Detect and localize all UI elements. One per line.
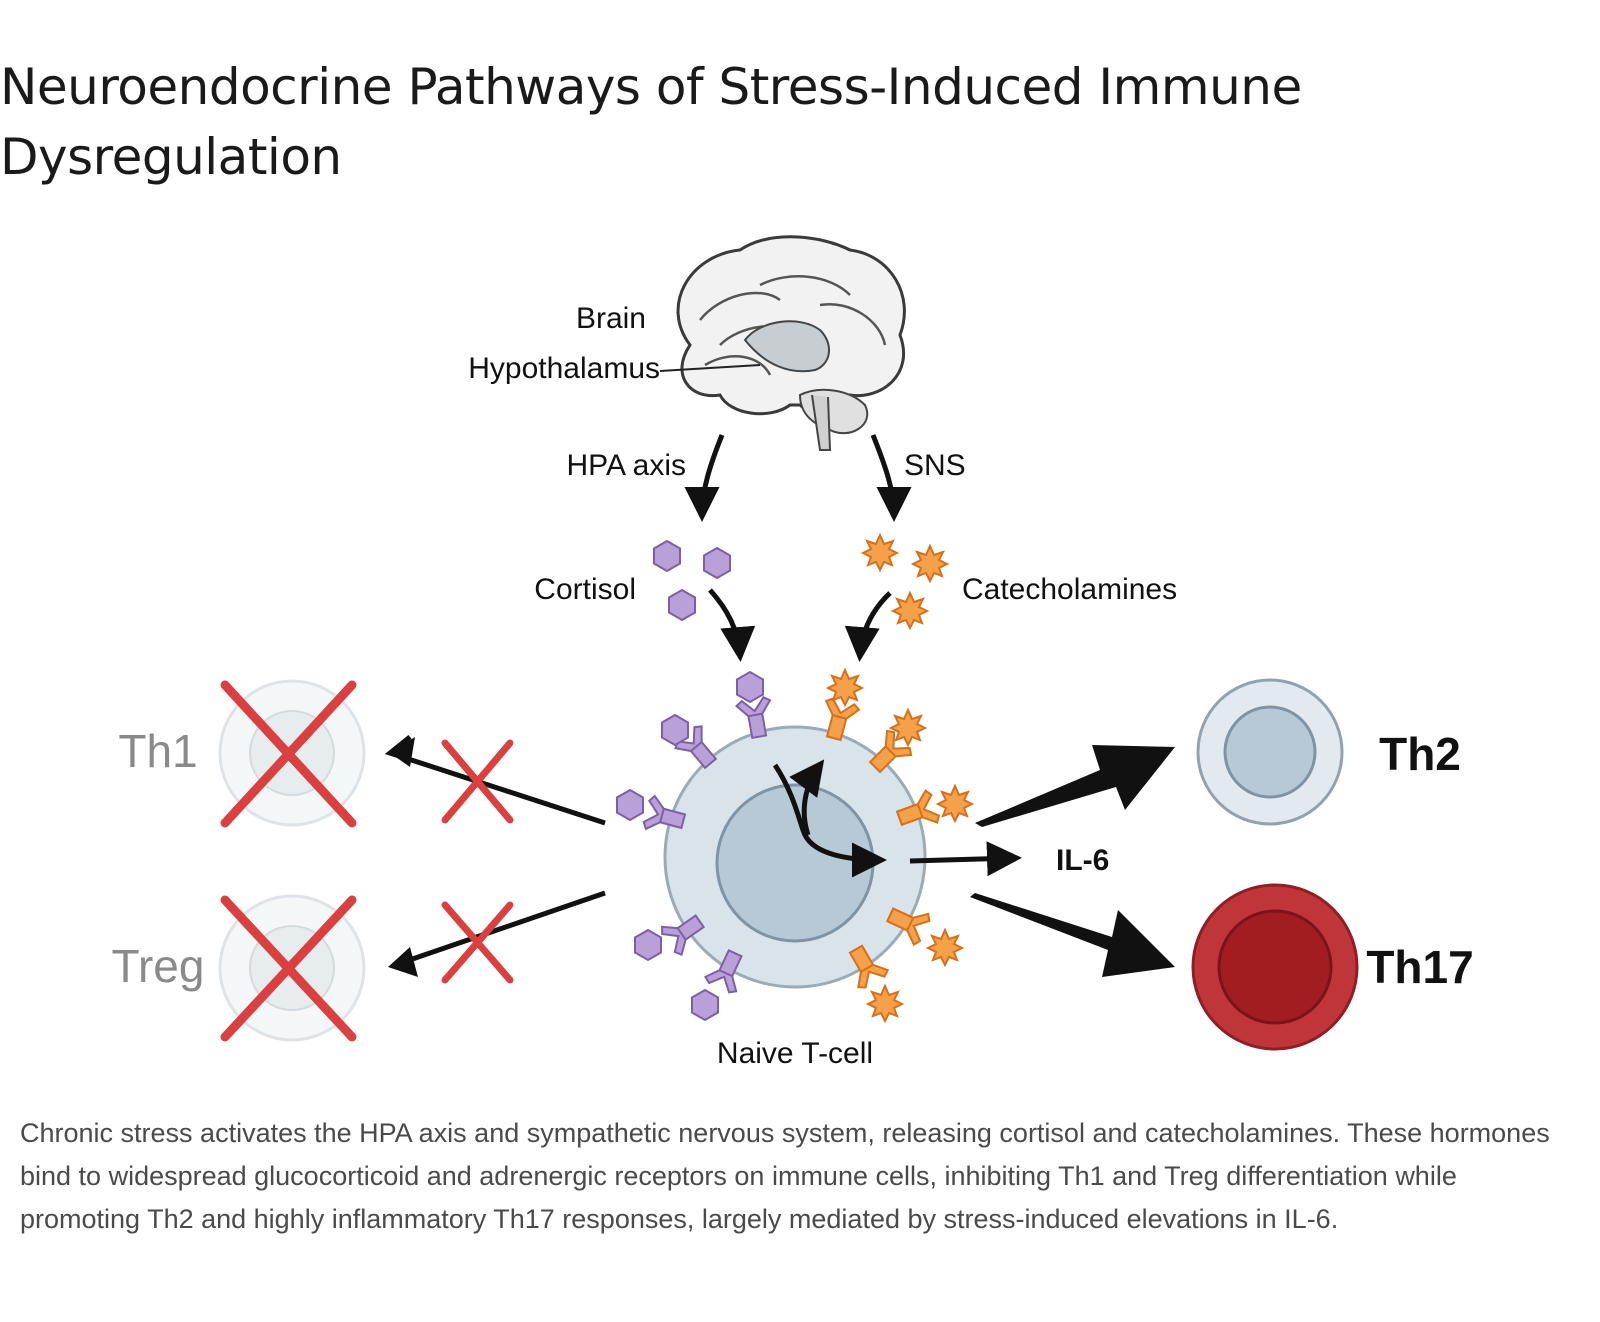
catecholamine-molecule [892, 592, 928, 629]
treg-blocked-arrow [394, 890, 606, 968]
th1-arrow-x-icon [441, 739, 514, 824]
hypothalamus-label: Hypothalamus [468, 352, 660, 385]
naive-tcell-label: Naive T-cell [717, 1037, 873, 1070]
figure-caption: Chronic stress activates the HPA axis an… [20, 1118, 1550, 1234]
il6-label: IL-6 [1056, 844, 1109, 877]
th17-label: Th17 [1366, 941, 1473, 993]
treg-arrow-x-icon [441, 901, 514, 984]
sns-label: SNS [904, 449, 966, 482]
hypothalamus-pointer [659, 364, 761, 372]
cortisol-label: Cortisol [534, 573, 636, 606]
treg-inhibition-x-icon [220, 895, 357, 1042]
th17-cell [1191, 883, 1359, 1051]
th17-arrow [970, 893, 1175, 977]
th1-label: Th1 [118, 725, 197, 777]
sns-arrow [870, 434, 912, 522]
catecholamine-molecule [912, 545, 948, 582]
brain-label: Brain [576, 302, 646, 335]
catecholamine-molecule [862, 534, 898, 571]
treg-label: Treg [112, 940, 205, 992]
th2-label: Th2 [1379, 728, 1461, 780]
naive-tcell [663, 725, 927, 989]
brain-icon [676, 235, 906, 451]
diagram-figure: Brain Hypothalamus HPA axis SNS Cortisol… [0, 225, 1600, 1095]
cortisol-molecule [653, 540, 681, 572]
th1-arrowhead [390, 737, 415, 767]
cortisol-molecule [668, 589, 696, 621]
th2-cell [1196, 678, 1344, 826]
cortisol-arrow [708, 588, 756, 662]
treg-arrowhead [388, 947, 418, 977]
page-title: Neuroendocrine Pathways of Stress-Induce… [0, 58, 1302, 186]
signaling-arrow [789, 759, 825, 836]
th2-arrow [975, 745, 1175, 827]
catecholamine-arrow [844, 591, 892, 662]
hpa-axis-label: HPA axis [567, 449, 687, 482]
hpa-axis-arrow [684, 434, 725, 522]
il6-arrow [909, 841, 1022, 877]
catecholamines-label: Catecholamines [962, 573, 1177, 606]
cortisol-molecule [703, 547, 731, 579]
th1-inhibition-x-icon [220, 680, 357, 828]
